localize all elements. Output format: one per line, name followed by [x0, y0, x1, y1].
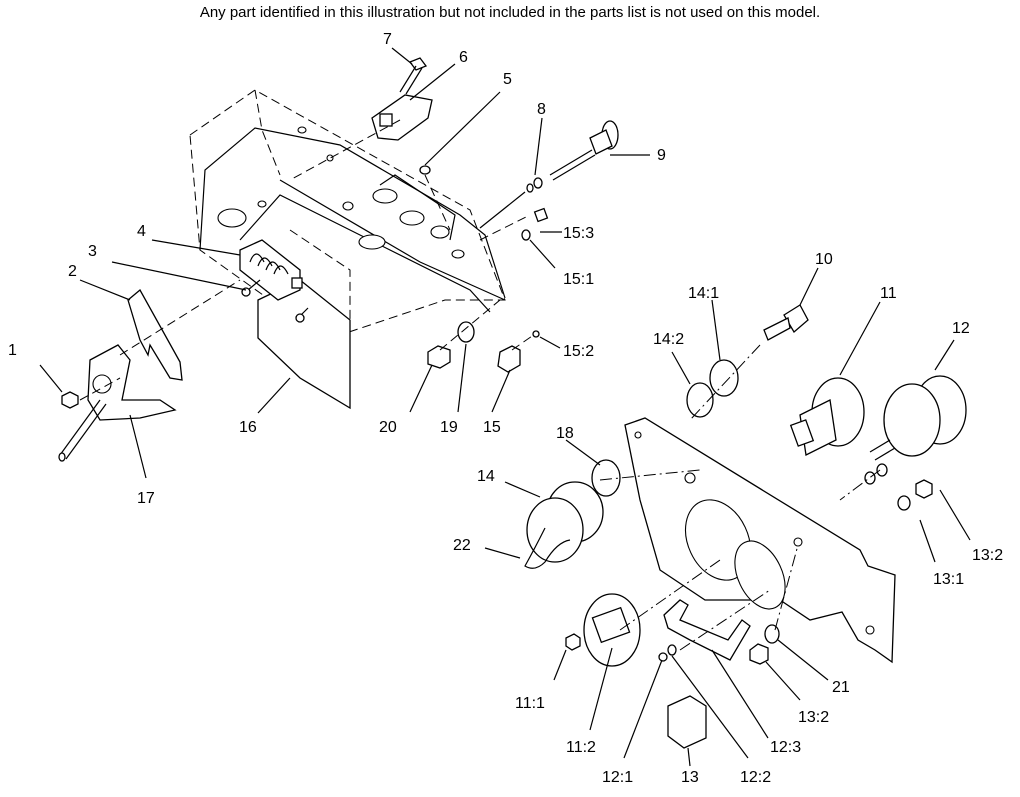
nut-part-11-1 — [565, 633, 581, 651]
bezel-part-11-2 — [583, 593, 641, 667]
callout-21: 21 — [832, 679, 850, 696]
leader-lines — [39, 47, 971, 767]
pull-cable-part-9 — [479, 120, 619, 229]
callout-8: 8 — [537, 101, 546, 118]
callout-14: 14 — [477, 468, 495, 485]
callout-15: 15 — [483, 419, 501, 436]
callout-1: 1 — [8, 342, 17, 359]
plate-part-2 — [127, 288, 183, 381]
bushing-part-15-3 — [533, 207, 549, 223]
callout-19: 19 — [440, 419, 458, 436]
callout-14-1: 14:1 — [688, 285, 719, 302]
callout-12-1: 12:1 — [602, 769, 633, 786]
switch-part-14 — [526, 481, 604, 563]
callout-labels: 1 2 3 4 5 6 7 8 9 10 11 12 13 14 15 16 1… — [8, 31, 1003, 786]
callout-11: 11 — [880, 285, 897, 302]
callout-13: 13 — [681, 769, 699, 786]
knob-part-15 — [497, 345, 521, 373]
callout-9: 9 — [657, 147, 666, 164]
panel-housing — [189, 89, 506, 341]
callout-17: 17 — [137, 490, 155, 507]
callout-5: 5 — [503, 71, 512, 88]
terminal-bracket — [239, 239, 303, 301]
callout-7: 7 — [383, 31, 392, 48]
washer-part-15-1 — [521, 229, 531, 241]
callout-6: 6 — [459, 49, 468, 66]
callout-12: 12 — [952, 320, 970, 337]
callout-18: 18 — [556, 425, 574, 442]
nut-part-14-1 — [709, 359, 739, 397]
nut-part-13-2-upper — [915, 479, 933, 499]
wire-harness-part-22 — [524, 527, 571, 569]
screw-part-3 — [241, 279, 309, 323]
callout-2: 2 — [68, 263, 77, 280]
nut-part-20 — [427, 345, 451, 369]
clip-part-15-2 — [532, 330, 540, 338]
washer-part-13-1 — [897, 495, 911, 511]
washer-part-14-2 — [686, 382, 714, 418]
callout-11-1: 11:1 — [515, 695, 545, 712]
callout-16: 16 — [239, 419, 257, 436]
callout-12-2: 12:2 — [740, 769, 771, 786]
lever-part-17 — [58, 344, 177, 462]
bracket-part-12-3 — [663, 599, 751, 661]
nut-part-1 — [61, 391, 79, 409]
hour-meter-part-11 — [789, 377, 865, 456]
gauge-part-12 — [869, 375, 967, 461]
nut-part-5 — [419, 165, 431, 175]
washer-part-18 — [591, 459, 621, 497]
knob-part-6 — [371, 94, 433, 141]
callout-15-2: 15:2 — [563, 343, 594, 360]
callout-20: 20 — [379, 419, 397, 436]
callout-15-3: 15:3 — [563, 225, 594, 242]
nut-upper — [864, 471, 876, 485]
illustration-note: Any part identified in this illustration… — [199, 4, 821, 21]
callout-15-1: 15:1 — [563, 271, 594, 288]
connector-part-13 — [667, 695, 707, 749]
bolt-part-7 — [399, 57, 428, 95]
callout-22: 22 — [453, 537, 471, 554]
nut-part-13-2-lower — [749, 643, 769, 665]
key-part-10 — [763, 304, 809, 341]
callout-3: 3 — [88, 243, 97, 260]
callout-14-2: 14:2 — [653, 331, 684, 348]
washer-part-21 — [764, 624, 780, 644]
callout-13-2-upper: 13:2 — [972, 547, 1003, 564]
nut-part-12-1 — [658, 652, 668, 662]
washer-upper — [876, 463, 888, 477]
washer-part-12-2 — [667, 644, 677, 656]
instrument-panel — [624, 417, 896, 664]
washer-part-19 — [457, 321, 475, 343]
callout-11-2: 11:2 — [566, 739, 596, 756]
callout-13-2-lower: 13:2 — [798, 709, 829, 726]
callout-13-1: 13:1 — [933, 571, 964, 588]
callout-12-3: 12:3 — [770, 739, 801, 756]
callout-4: 4 — [137, 223, 146, 240]
callout-10: 10 — [815, 251, 833, 268]
